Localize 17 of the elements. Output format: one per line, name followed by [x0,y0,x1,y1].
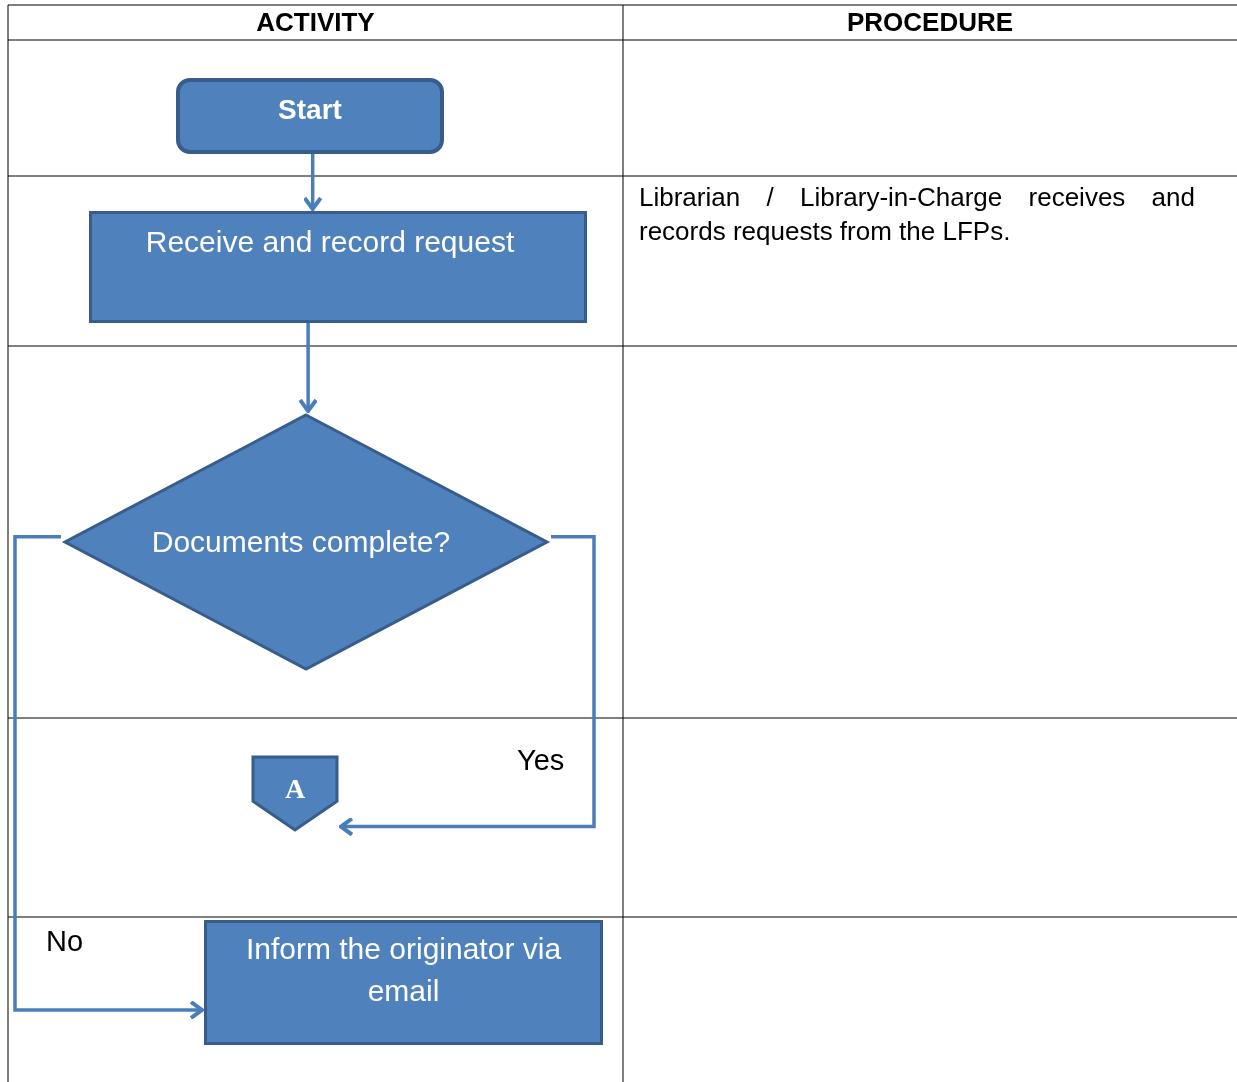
arrow [13,535,204,1020]
arrow [302,154,323,211]
off-page-connector [251,755,339,832]
process-box [204,920,603,1045]
decision-diamond [63,413,549,671]
column-header: ACTIVITY [255,7,376,38]
node-text: Receive and record request [144,224,516,260]
start-terminator [176,78,444,154]
column-header: PROCEDURE [845,7,1015,38]
node-text: Inform the originator via email [244,931,563,1009]
node-text: A [283,772,307,806]
procedure-text: Librarian / Library-in-Charge receives and records requests from the LFPs. [639,181,1195,248]
arrow [339,535,596,837]
node-text: Documents complete? [150,524,452,560]
process-box [89,211,587,323]
node-text: Start [277,93,343,127]
arrow [298,323,319,413]
